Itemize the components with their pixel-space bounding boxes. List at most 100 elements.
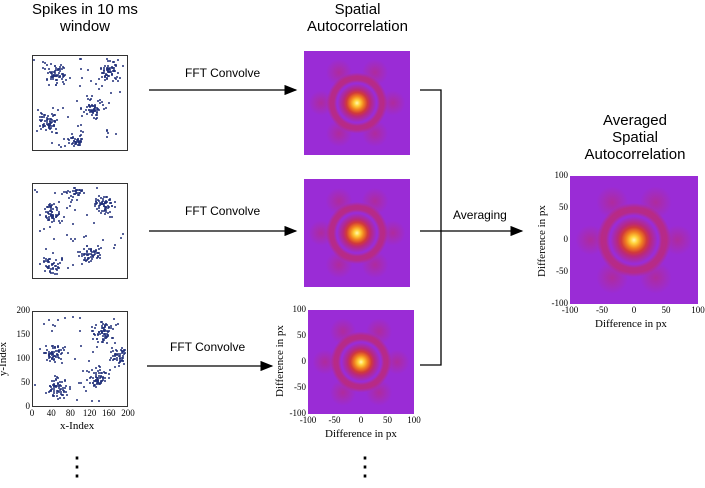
spike-dot	[93, 327, 96, 330]
spike-dot	[49, 209, 52, 212]
spike-dot	[113, 70, 116, 73]
spike-dot	[109, 68, 112, 71]
spike-dot	[89, 104, 92, 107]
spike-dot	[67, 138, 70, 141]
spike-dot	[94, 114, 97, 117]
spike-dot	[101, 327, 104, 330]
spike-dot	[106, 58, 109, 61]
spike-dot	[50, 356, 53, 359]
spike-dot	[47, 203, 50, 206]
spike-dot	[98, 382, 101, 385]
spike-dot	[62, 138, 65, 141]
spike-dot	[95, 378, 98, 381]
spike-dot	[102, 338, 105, 341]
spike-dot	[45, 349, 48, 352]
header-spatial-line2: Autocorrelation	[307, 18, 408, 35]
spike-dot	[58, 74, 61, 77]
spike-dot	[55, 384, 58, 387]
spike-dot	[53, 75, 56, 78]
spike-dot	[53, 380, 55, 383]
spike-dot	[53, 264, 56, 267]
spike-dot	[76, 139, 79, 142]
spike-dot	[109, 350, 112, 353]
spike-dot	[79, 137, 82, 140]
spike-dot	[93, 117, 96, 120]
header-spikes-line2: window	[59, 18, 111, 35]
spike-dot	[91, 399, 94, 402]
spike-dot	[38, 229, 41, 232]
spike-dot	[69, 387, 72, 390]
spike-dot	[106, 323, 109, 326]
spike-dot	[41, 116, 44, 119]
spike-dot	[94, 251, 97, 254]
spike-dot	[77, 138, 80, 141]
spike-dot	[67, 352, 70, 355]
spike-dot	[113, 246, 116, 249]
spike-dot	[63, 390, 66, 393]
spike-dot	[50, 78, 53, 81]
autocorr-map-averaged	[570, 176, 698, 304]
tick-label: 0	[25, 401, 31, 411]
autocorr-3-xlabel: Difference in px	[325, 428, 397, 440]
spike-dot	[120, 347, 123, 350]
spike-dot	[61, 351, 64, 354]
spike-dot	[49, 257, 52, 260]
spike-dot	[48, 120, 51, 123]
spike-dot	[69, 191, 72, 194]
spike-dot	[104, 333, 107, 336]
spike-dot	[96, 199, 99, 202]
spike-dot	[90, 104, 93, 107]
spike-dot	[84, 256, 87, 259]
spike-dot	[53, 383, 56, 386]
spike-dot	[57, 76, 60, 79]
spike-dot	[50, 205, 53, 208]
spike-dot	[87, 248, 90, 251]
spike-dot	[52, 237, 55, 240]
spike-dot	[66, 206, 69, 209]
spike-dot	[43, 323, 46, 326]
spike-dot	[54, 71, 57, 74]
label-convolve-1: FFT Convolve	[185, 66, 261, 80]
spike-dot	[55, 81, 58, 84]
spike-dot	[59, 68, 62, 71]
spike-dot	[81, 263, 84, 266]
tick-label: 50	[661, 305, 671, 315]
spike-dot	[56, 377, 59, 380]
spike-dot	[114, 323, 117, 326]
spike-dot	[89, 99, 92, 102]
spike-dot	[38, 214, 41, 217]
spike-dot	[71, 240, 74, 243]
spike-dot	[105, 107, 108, 110]
spike-dot	[48, 125, 50, 128]
spike-dot	[114, 76, 117, 79]
spike-dot	[94, 378, 97, 381]
spike-dot	[53, 202, 56, 205]
spike-dot	[69, 77, 72, 80]
header-averaged-line3: Autocorrelation	[584, 146, 686, 163]
spike-dot	[64, 379, 67, 382]
spike-dot	[111, 69, 114, 72]
spike-dot	[57, 354, 60, 357]
spike-dot	[113, 353, 116, 356]
spike-dot	[46, 119, 49, 122]
spike-dot	[103, 380, 106, 383]
spike-dot	[121, 233, 124, 236]
spike-dot	[71, 198, 74, 201]
spike-dot	[117, 352, 120, 355]
tick-label: 100	[554, 170, 569, 180]
tick-label: 50	[21, 377, 30, 387]
spike-dot	[51, 353, 54, 356]
spike-dot	[75, 142, 78, 145]
spike-dot	[111, 359, 114, 362]
spike-dot	[81, 252, 84, 255]
spike-dot	[52, 323, 54, 326]
spike-dot	[49, 121, 52, 124]
spike-dot	[55, 69, 58, 72]
spike-dot	[55, 356, 58, 359]
spike-dot	[120, 236, 123, 239]
spike-dot	[97, 108, 100, 111]
spike-dot	[56, 385, 59, 388]
spike-dot	[80, 108, 83, 111]
header-averaged: Averaged Spatial Autocorrelation	[565, 112, 705, 163]
autocorr-map-2	[304, 179, 410, 287]
